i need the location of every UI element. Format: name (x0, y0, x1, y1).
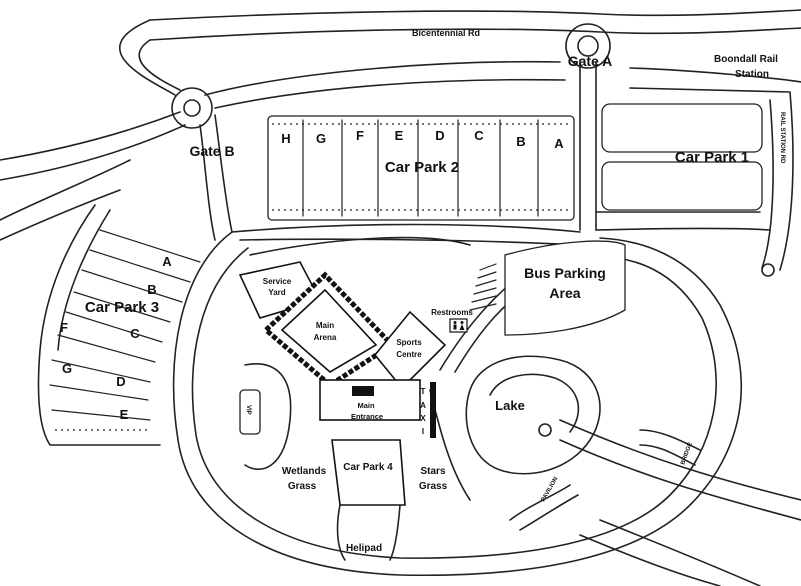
restroom-icon (449, 318, 468, 333)
car-park-1 (601, 103, 763, 211)
pavilion-road (509, 484, 579, 531)
car-park-3 (37, 204, 201, 446)
car-park-1-title: Car Park 1 (675, 149, 749, 166)
car-park-2-row-d: D (435, 128, 444, 143)
taxi-rank-bar (430, 382, 436, 438)
bus-parking-label-line2: Area (549, 285, 580, 301)
car-park-3-row-f: F (60, 320, 68, 335)
sports-centre-label-line1: Sports (396, 338, 422, 347)
bus-parking (469, 240, 626, 336)
rail-station-road-label: RAIL STATION RD (779, 112, 785, 164)
gate-a-roundabout (565, 23, 611, 69)
car-park-2-row-a: A (554, 136, 564, 151)
car-park-3-row-a: A (162, 254, 172, 269)
car-park-3-row-c: C (130, 326, 140, 341)
lake-label: Lake (495, 398, 525, 413)
main-entrance-label-line2: Entrance (351, 412, 383, 421)
car-park-3-row-g: G (62, 361, 72, 376)
bicentennial-road-label: Bicentennial Rd (412, 28, 480, 38)
main-arena-label-line2: Arena (314, 333, 337, 342)
station-label-line1: Boondall Rail (714, 54, 778, 65)
gate-b-label: Gate B (189, 143, 234, 159)
stars-grass-label-line1: Stars (420, 466, 445, 477)
gate-b-roundabout (171, 87, 213, 129)
sports-centre-building (373, 310, 447, 390)
pavilion-label: PAVILION (541, 476, 560, 503)
car-park-2-row-g: G (316, 131, 326, 146)
taxi-letter-x: X (420, 414, 426, 423)
taxi-letter-a: A (420, 401, 426, 410)
car-park-2-row-b: B (516, 134, 525, 149)
station-turnaround (761, 263, 775, 277)
car-park-3-title: Car Park 3 (85, 299, 159, 316)
taxi-letter-i: I (422, 427, 424, 436)
service-yard-label-line2: Yard (268, 288, 285, 297)
helipad-label: Helipad (346, 543, 382, 554)
car-park-2-row-c: C (474, 128, 484, 143)
taxi-letter-t: T (421, 387, 426, 396)
car-park-2-row-h: H (281, 131, 290, 146)
car-park-2-title: Car Park 2 (385, 159, 459, 176)
vip-area (239, 363, 292, 470)
bridge-label: BRIDGE (680, 442, 694, 466)
car-park-2-row-e: E (395, 128, 404, 143)
main-arena-label-line1: Main (316, 321, 334, 330)
car-park-2-row-f: F (356, 128, 364, 143)
sports-centre-label-line2: Centre (396, 350, 422, 359)
lake (465, 355, 601, 475)
main-entrance-label-line1: Main (357, 401, 375, 410)
main-entrance-mark (352, 386, 374, 396)
car-park-3-row-e: E (120, 407, 129, 422)
car-park-2 (267, 115, 575, 221)
restrooms-label: Restrooms (431, 308, 473, 317)
stars-grass-label-line2: Grass (419, 481, 448, 492)
gate-a-label: Gate A (568, 53, 613, 69)
car-park-4 (331, 439, 406, 561)
car-park-3-row-b: B (147, 282, 156, 297)
service-yard-label-line1: Service (263, 277, 292, 286)
wetlands-grass-label-line1: Wetlands (282, 466, 327, 477)
road-network (0, 9, 801, 586)
vip-label: VIP (245, 405, 251, 415)
car-park-3-row-d: D (116, 374, 125, 389)
station-label-line2: Station (735, 69, 769, 80)
car-park-4-title: Car Park 4 (343, 462, 393, 473)
bridge-road (639, 429, 701, 466)
bus-parking-label-line1: Bus Parking (524, 265, 606, 281)
wetlands-grass-label-line2: Grass (288, 481, 317, 492)
